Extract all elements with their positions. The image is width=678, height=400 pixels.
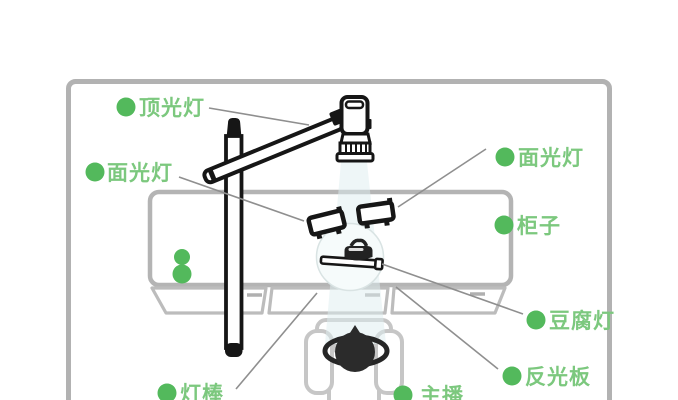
leader-line-reflector xyxy=(395,286,499,370)
pole-bottom-cap xyxy=(225,343,243,357)
hair-tuft xyxy=(348,325,362,336)
fixture-flange xyxy=(335,152,375,163)
decor-dot-icon xyxy=(172,264,192,284)
tofu-light-slot xyxy=(348,248,364,251)
bullet-dot-icon xyxy=(116,97,136,117)
leader-line-tofu-light xyxy=(381,263,524,315)
boom-arm xyxy=(202,115,345,185)
label-streamer: 主播 xyxy=(420,385,464,400)
label-light-stick: 灯棒 xyxy=(180,382,224,400)
bullet-dot-icon xyxy=(85,162,105,182)
drawer-panel xyxy=(390,286,507,315)
face-light-panel xyxy=(355,200,396,226)
bullet-dot-icon xyxy=(502,366,522,386)
decor-dot-icon xyxy=(174,249,190,265)
label-face-light-left: 面光灯 xyxy=(107,162,173,185)
bullet-dot-icon xyxy=(157,383,177,400)
bullet-dot-icon xyxy=(495,147,515,167)
room-outline xyxy=(66,79,612,400)
label-reflector: 反光板 xyxy=(525,366,591,389)
leader-line-light-stick xyxy=(235,292,318,390)
label-face-light-right: 面光灯 xyxy=(518,147,584,170)
head xyxy=(335,332,375,372)
leader-lines xyxy=(178,107,524,390)
fixture-ribs xyxy=(345,143,367,154)
tofu-light-handle xyxy=(349,238,369,247)
light-bar-cap xyxy=(373,257,384,271)
face-light-panel xyxy=(306,208,347,237)
label-top-light: 顶光灯 xyxy=(139,97,205,120)
bullet-dot-icon xyxy=(393,385,413,400)
leader-line-top-light xyxy=(208,107,310,126)
bullet-dot-icon xyxy=(494,215,514,235)
boom-arm-bar xyxy=(202,115,345,185)
boom-arm-cap xyxy=(207,168,217,182)
leader-line-face-light-left xyxy=(178,176,305,222)
light-stand-pole xyxy=(224,118,244,357)
top-light-fixture xyxy=(329,95,375,163)
pole-top-cap xyxy=(226,118,242,138)
drawer-panel xyxy=(150,286,268,315)
bullet-dot-icon xyxy=(526,310,546,330)
label-tofu-light: 豆腐灯 xyxy=(549,309,615,333)
tofu-light-device xyxy=(344,238,373,261)
label-cabinet: 柜子 xyxy=(517,214,561,238)
face-light-left xyxy=(306,206,347,240)
streamer-person xyxy=(322,325,390,372)
leader-line-face-light-right xyxy=(397,148,487,208)
fixture-knob xyxy=(366,119,372,129)
fixture-slot xyxy=(344,100,365,110)
face-light-right xyxy=(355,197,396,229)
